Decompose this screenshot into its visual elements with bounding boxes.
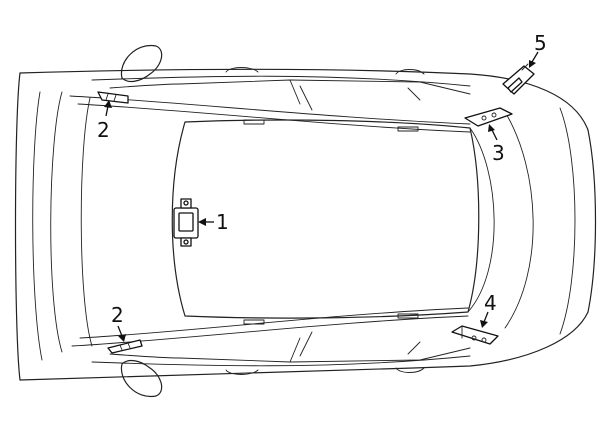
part-2-top (97, 91, 129, 104)
callout-3: 3 (492, 141, 505, 165)
part-2-bottom (107, 339, 143, 354)
part-1-module (173, 198, 199, 247)
callout-arrows (104, 51, 539, 342)
part-5-component (502, 63, 535, 95)
callout-2-top: 2 (97, 118, 110, 142)
callout-1: 1 (216, 210, 229, 234)
callout-4: 4 (484, 291, 497, 315)
callout-2-bottom: 2 (111, 303, 124, 327)
callout-5: 5 (534, 31, 547, 55)
part-4-bracket (451, 325, 499, 345)
part-3-bracket (464, 107, 513, 127)
